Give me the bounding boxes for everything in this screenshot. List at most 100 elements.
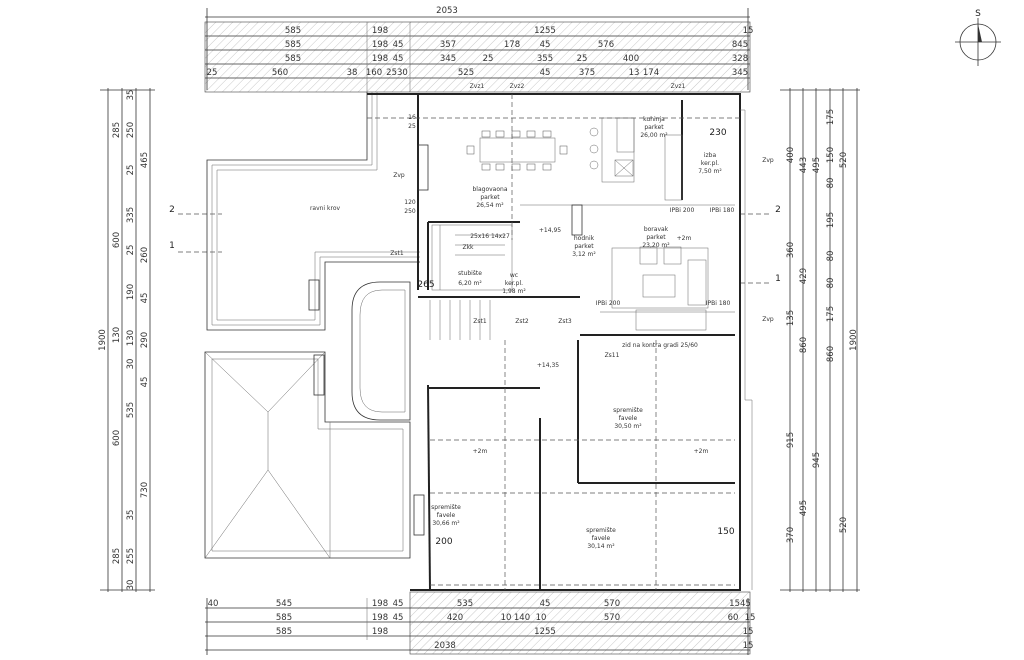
plan-label: 195 [826,212,836,228]
plan-label: 375 [579,68,595,78]
plan-label: 175 [826,109,836,125]
plan-label: 130 [126,330,136,346]
kitchen-island [589,117,683,201]
left-dimension-lines [100,88,155,592]
plan-mark [367,93,741,591]
plan-label: 45 [393,613,404,623]
plan-label: 15 [743,627,754,637]
plan-mark [511,163,521,171]
plan-label: 30,14 m² [587,543,615,550]
plan-label: Zvz2 [510,83,525,90]
plan-label: 25 [408,123,416,130]
plan-label: 429 [799,268,809,284]
plan-label: 360 [786,242,796,258]
plan-label: parket [644,124,664,131]
plan-label: 6,20 m² [458,280,482,287]
plan-label: 198 [372,40,388,50]
plan-label: 355 [537,54,553,64]
annotations: Zvp Zvp Zvp Zst1 Zst1 Zst2 Zst3 Zs11 Zvz… [390,83,774,547]
plan-label: 10 [536,613,547,623]
plan-label: 525 [458,68,474,78]
plan-label: 80 [826,251,836,262]
plan-label: 1545 [729,599,751,609]
plan-label: 45 [393,54,404,64]
plan-label: stubište [458,270,482,277]
plan-label: 585 [285,40,301,50]
chimney-blocks [417,144,583,236]
plan-label: kuhinja [643,116,665,123]
plan-label: 520 [839,517,849,533]
plan-label: 290 [140,332,150,348]
plan-label: +2m [694,448,709,455]
plan-label: 915 [786,432,796,448]
plan-mark [978,24,982,42]
plan-label: 345 [732,68,748,78]
plan-label: 198 [372,26,388,36]
plan-label: 265 [417,280,434,290]
plan-mark [308,279,320,311]
plan-label: 25 [483,54,494,64]
plan-mark [204,351,411,559]
plan-label: izba [704,152,717,159]
plan-mark [687,259,707,306]
plan-mark [589,127,599,137]
top-dimensions: 2053 585 198 1255 15 585 198 45 357 178 … [207,6,754,78]
plan-label: Zst1 [390,250,404,257]
plan-mark [663,246,682,265]
stairs [429,224,513,340]
plan-label: 174 [643,68,659,78]
plan-label: 200 [435,537,452,547]
plan-label: +2m [473,448,488,455]
plan-mark [267,351,326,413]
north-arrow: S [955,9,1001,66]
plan-mark [204,351,269,413]
plan-label: 26,00 m² [640,132,668,139]
plan-mark [267,469,331,559]
plan-label: 2038 [434,641,456,651]
plan-label: 30,50 m² [614,423,642,430]
plan-label: 345 [440,54,456,64]
plan-label: 45 [140,293,150,304]
plan-label: +14,95 [539,227,561,234]
room-stubiste: stubište 6,20 m² [458,270,482,287]
plan-label: Zvz1 [671,83,686,90]
plan-label: Zst2 [515,318,529,325]
plan-label: 420 [447,613,463,623]
plan-mark [571,204,583,236]
plan-label: 2 [775,205,781,215]
plan-label: 13 [629,68,640,78]
plan-label: 860 [826,346,836,362]
plan-label: 370 [786,527,796,543]
plan-label: 130 [112,327,122,343]
plan-label: parket [574,243,594,250]
plan-mark [635,309,707,331]
plan-label: 535 [126,402,136,418]
plan-label: 250 [404,208,416,215]
plan-label: 178 [504,40,520,50]
plan-label: 80 [826,278,836,289]
plan-label: 15 [743,641,754,651]
plan-label: +2m [677,235,692,242]
plan-label: 285 [112,548,122,564]
plan-mark [542,130,552,138]
plan-mark [526,130,536,138]
plan-label: 25x16 14x27 [470,233,510,240]
plan-label: zid na kontra gradi 25/60 [622,342,698,349]
plan-label: 1,98 m² [502,288,526,295]
plan-label: 585 [276,613,292,623]
plan-label: Zst1 [473,318,487,325]
plan-mark [664,134,683,201]
plan-mark [479,137,556,163]
plan-label: 26,54 m² [476,202,504,209]
plan-mark [417,144,429,191]
plan-label: 335 [126,207,136,223]
plan-label: parket [480,194,500,201]
plan-mark [526,163,536,171]
plan-label: 1900 [98,329,108,351]
plan-label: 250 [126,122,136,138]
plan-mark [351,281,411,421]
